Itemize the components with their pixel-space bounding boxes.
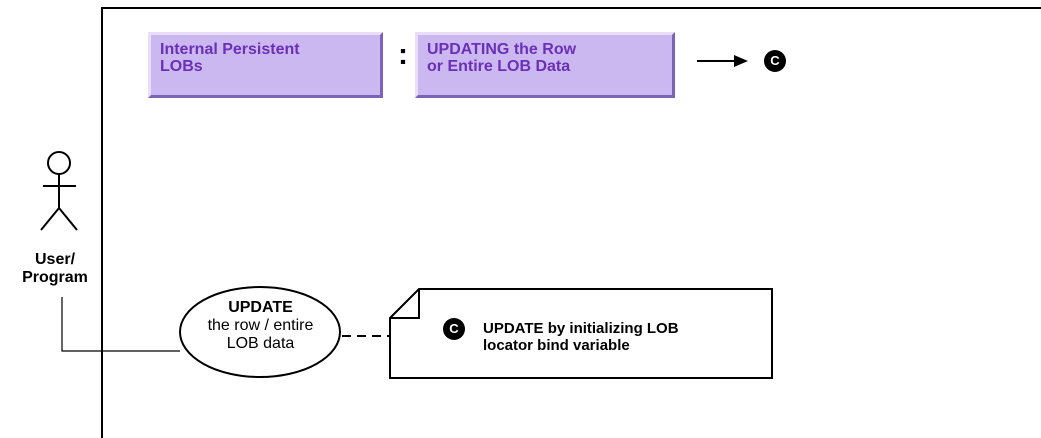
header-box-right-line1: UPDATING the Row <box>427 41 577 58</box>
header-box-internal-persistent-lobs: Internal Persistent LOBs <box>148 32 383 98</box>
header-arrow-head <box>734 55 748 67</box>
use-case-line2: LOB data <box>226 335 295 352</box>
diagram-frame <box>101 7 1041 438</box>
header-box-left-line1: Internal Persistent <box>160 41 300 58</box>
use-case-line1: the row / entire <box>207 317 314 334</box>
use-case-label: UPDATE the row / entire LOB data <box>178 299 343 353</box>
header-c-badge-icon: C <box>764 50 786 72</box>
note-line2: locator bind variable <box>483 337 630 354</box>
use-case-title: UPDATE <box>228 299 293 316</box>
note-c-badge-icon: C <box>443 318 465 340</box>
note-shape <box>389 288 773 379</box>
actor-icon <box>40 151 78 231</box>
actor-label-line1: User/ <box>34 251 76 268</box>
use-case-ellipse <box>179 286 341 378</box>
note-line1: UPDATE by initializing LOB <box>483 320 679 337</box>
note-text: UPDATE by initializing LOB locator bind … <box>483 320 763 354</box>
actor-label-line2: Program <box>22 269 88 286</box>
header-separator: : <box>398 38 408 71</box>
actor-connector <box>61 297 180 352</box>
header-box-updating-row: UPDATING the Row or Entire LOB Data <box>415 32 675 98</box>
header-box-right-line2: or Entire LOB Data <box>427 58 571 75</box>
header-box-left-line2: LOBs <box>160 58 203 75</box>
